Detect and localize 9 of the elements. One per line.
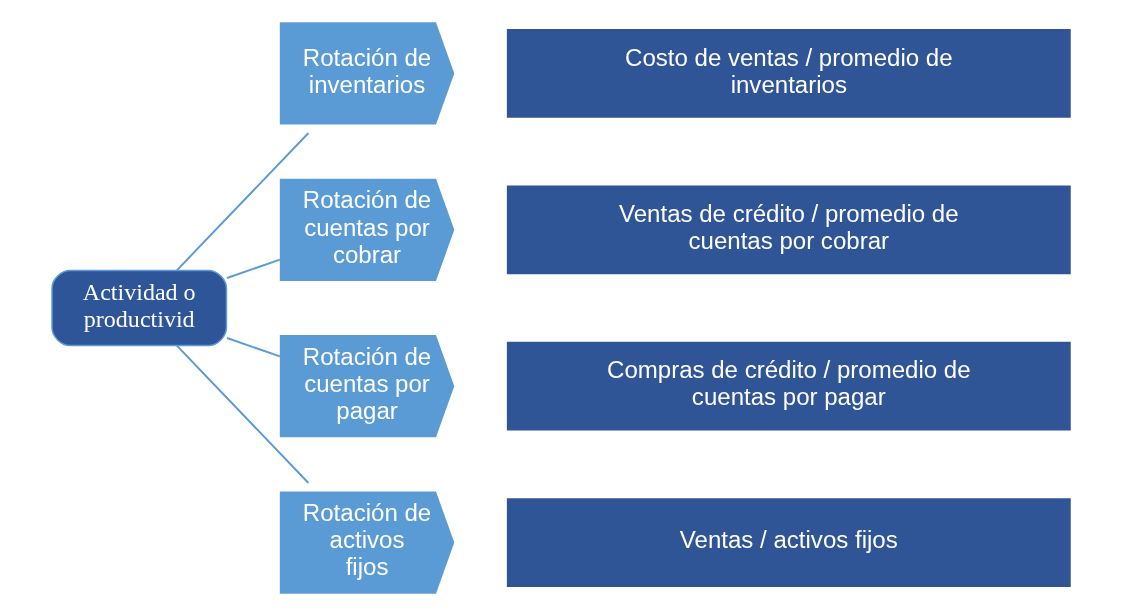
connector xyxy=(225,258,281,279)
node-box: Compras de crédito / promedio de cuentas por pagar xyxy=(506,341,1071,431)
connector xyxy=(175,344,309,484)
node-box: Costo de ventas / promedio de inventarios xyxy=(506,29,1071,118)
node-box: Ventas de crédito / promedio de cuentas por cobrar xyxy=(506,185,1071,275)
node-box: Actividad o productivid xyxy=(50,269,227,347)
connector xyxy=(175,132,309,272)
connector xyxy=(225,337,281,358)
node-box: Ventas / activos fijos xyxy=(506,498,1071,587)
